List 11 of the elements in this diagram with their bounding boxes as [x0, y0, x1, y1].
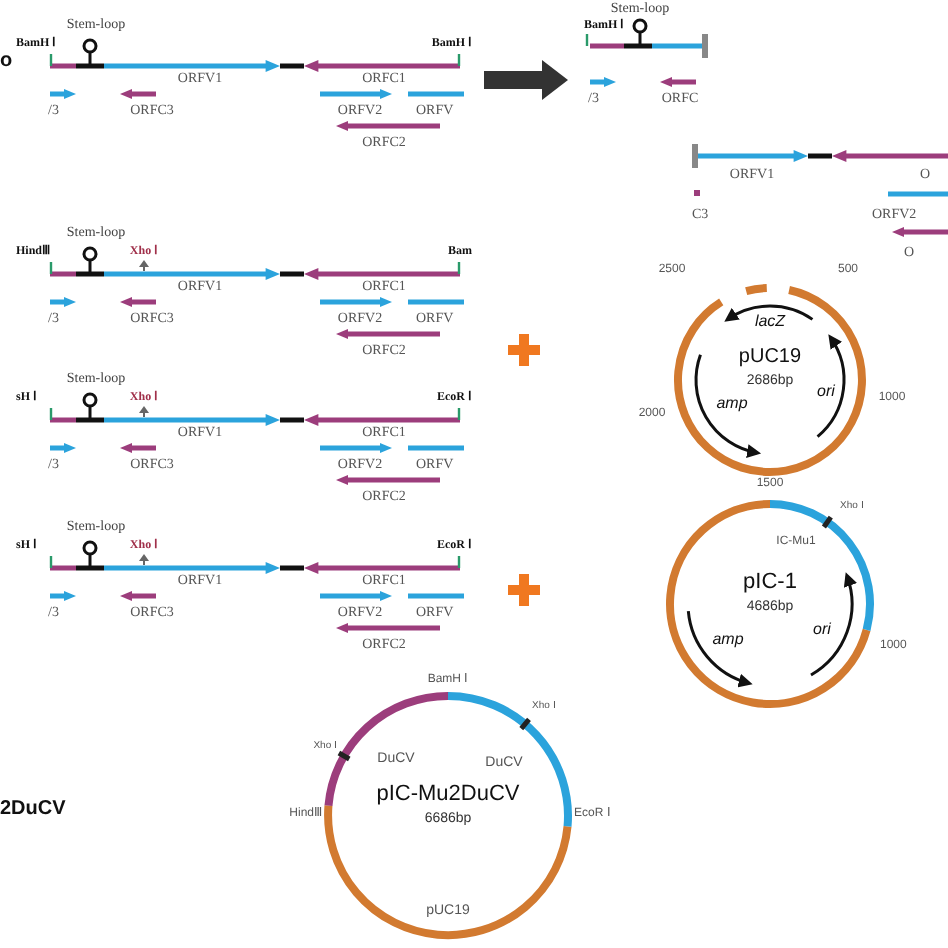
plasmid-name-label: pUC19 — [738, 348, 802, 368]
gene-label: ori — [817, 384, 835, 400]
gene-label: ori — [813, 622, 831, 638]
plasmid-name-label: pIC-1 — [743, 572, 797, 594]
arrow — [484, 60, 568, 100]
gene-label: amp — [712, 632, 744, 648]
caption-fragment: o — [0, 52, 13, 72]
plasmid-name-label: pIC-Mu2DuCV — [376, 784, 520, 806]
gene-label: amp — [716, 396, 748, 412]
caption-fragment: 2DuCV — [0, 800, 66, 820]
gene-label: lacZ — [754, 314, 786, 330]
